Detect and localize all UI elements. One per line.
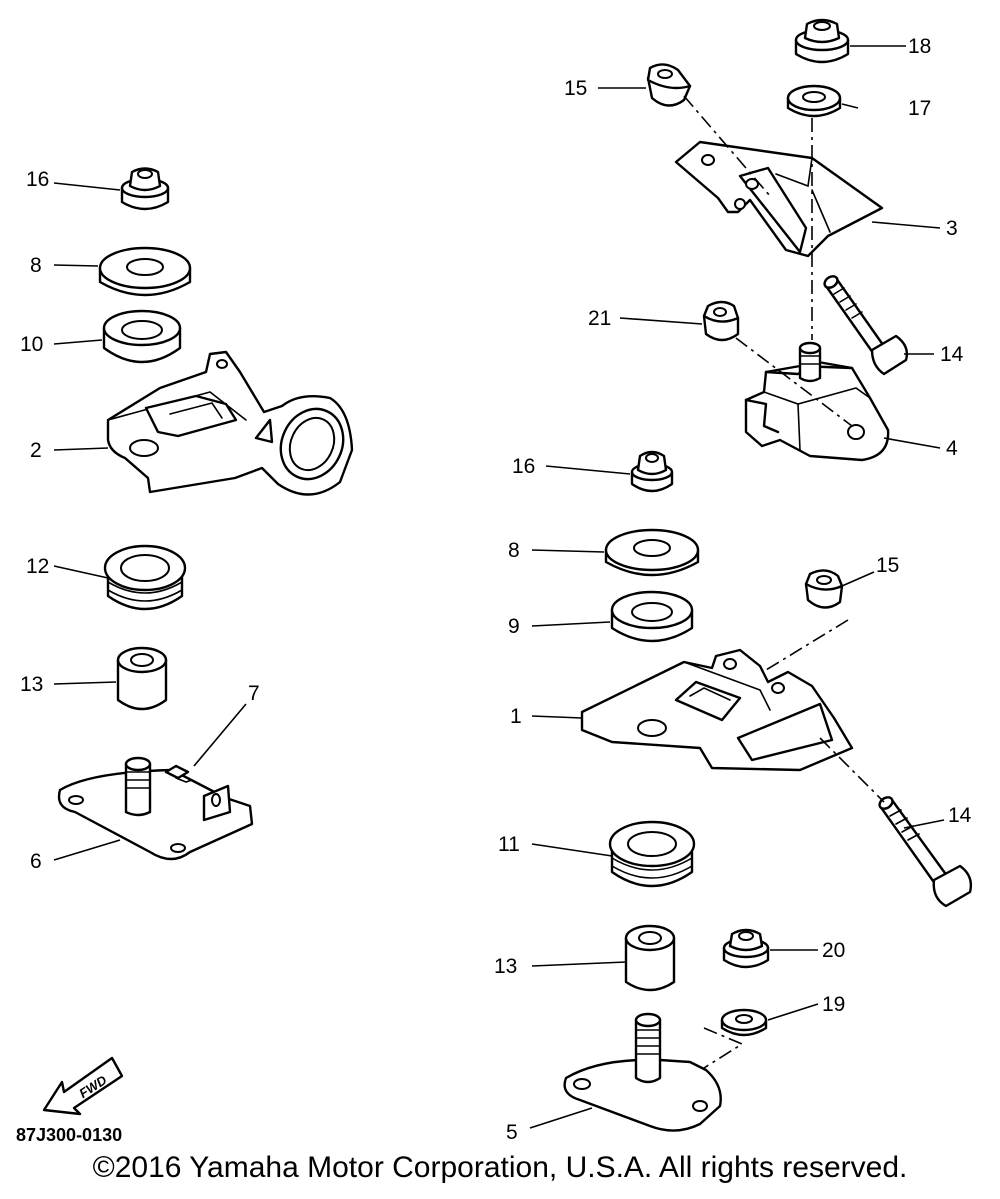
- callout-15-mid: 15: [876, 554, 899, 577]
- callout-20: 20: [822, 939, 845, 962]
- callout-17: 17: [908, 97, 931, 120]
- nut-15-mid: [804, 569, 844, 609]
- callout-16-left: 16: [26, 168, 49, 191]
- collar-13-right: [624, 924, 676, 992]
- washer-8-left: [98, 246, 192, 297]
- nut-15-top: [646, 63, 692, 107]
- fwd-arrow: FWD: [42, 1056, 124, 1116]
- mount-plate-6: [57, 756, 254, 861]
- grommet-9: [610, 590, 694, 643]
- callout-5: 5: [506, 1121, 518, 1144]
- callout-9: 9: [508, 615, 520, 638]
- nut-16-right: [630, 450, 674, 493]
- nut-20: [722, 928, 770, 969]
- rubber-mount-11: [608, 820, 696, 888]
- grommet-10: [102, 309, 182, 364]
- callout-15-top: 15: [564, 77, 587, 100]
- rubber-mount-12: [103, 544, 187, 611]
- callout-1: 1: [510, 705, 522, 728]
- callout-3: 3: [946, 217, 958, 240]
- bracket-3: [674, 140, 884, 258]
- mount-plate-5: [563, 1012, 722, 1132]
- bracket-1: [580, 648, 854, 772]
- callout-13-left: 13: [20, 673, 43, 696]
- nut-16-left: [120, 167, 170, 211]
- callout-16-right: 16: [512, 455, 535, 478]
- collar-13-left: [116, 646, 168, 711]
- callout-6: 6: [30, 850, 42, 873]
- bolt-14-top: [823, 275, 909, 376]
- callout-18: 18: [908, 35, 931, 58]
- washer-17: [786, 84, 842, 118]
- callout-11: 11: [498, 833, 520, 856]
- callout-13-right: 13: [494, 955, 517, 978]
- nut-21: [702, 300, 740, 342]
- callout-8-right: 8: [508, 539, 520, 562]
- bracket-2: [106, 350, 354, 496]
- washer-19: [720, 1008, 768, 1037]
- callout-14-top: 14: [940, 343, 964, 366]
- washer-8-right: [604, 528, 700, 577]
- bolt-14-bottom: [878, 796, 973, 908]
- callout-14-bottom: 14: [948, 804, 972, 827]
- callout-12: 12: [26, 555, 49, 578]
- diagram-code: 87J300-0130: [16, 1125, 122, 1145]
- callout-7: 7: [248, 682, 260, 705]
- copyright-notice: ©2016 Yamaha Motor Corporation, U.S.A. A…: [92, 1151, 908, 1184]
- callout-21: 21: [588, 307, 611, 330]
- nut-18: [794, 18, 850, 64]
- callout-4: 4: [946, 437, 958, 460]
- callout-19: 19: [822, 993, 845, 1016]
- engine-mount-4: [744, 341, 890, 462]
- callout-8-left: 8: [30, 254, 42, 277]
- callout-2: 2: [30, 439, 42, 462]
- callout-10: 10: [20, 333, 43, 356]
